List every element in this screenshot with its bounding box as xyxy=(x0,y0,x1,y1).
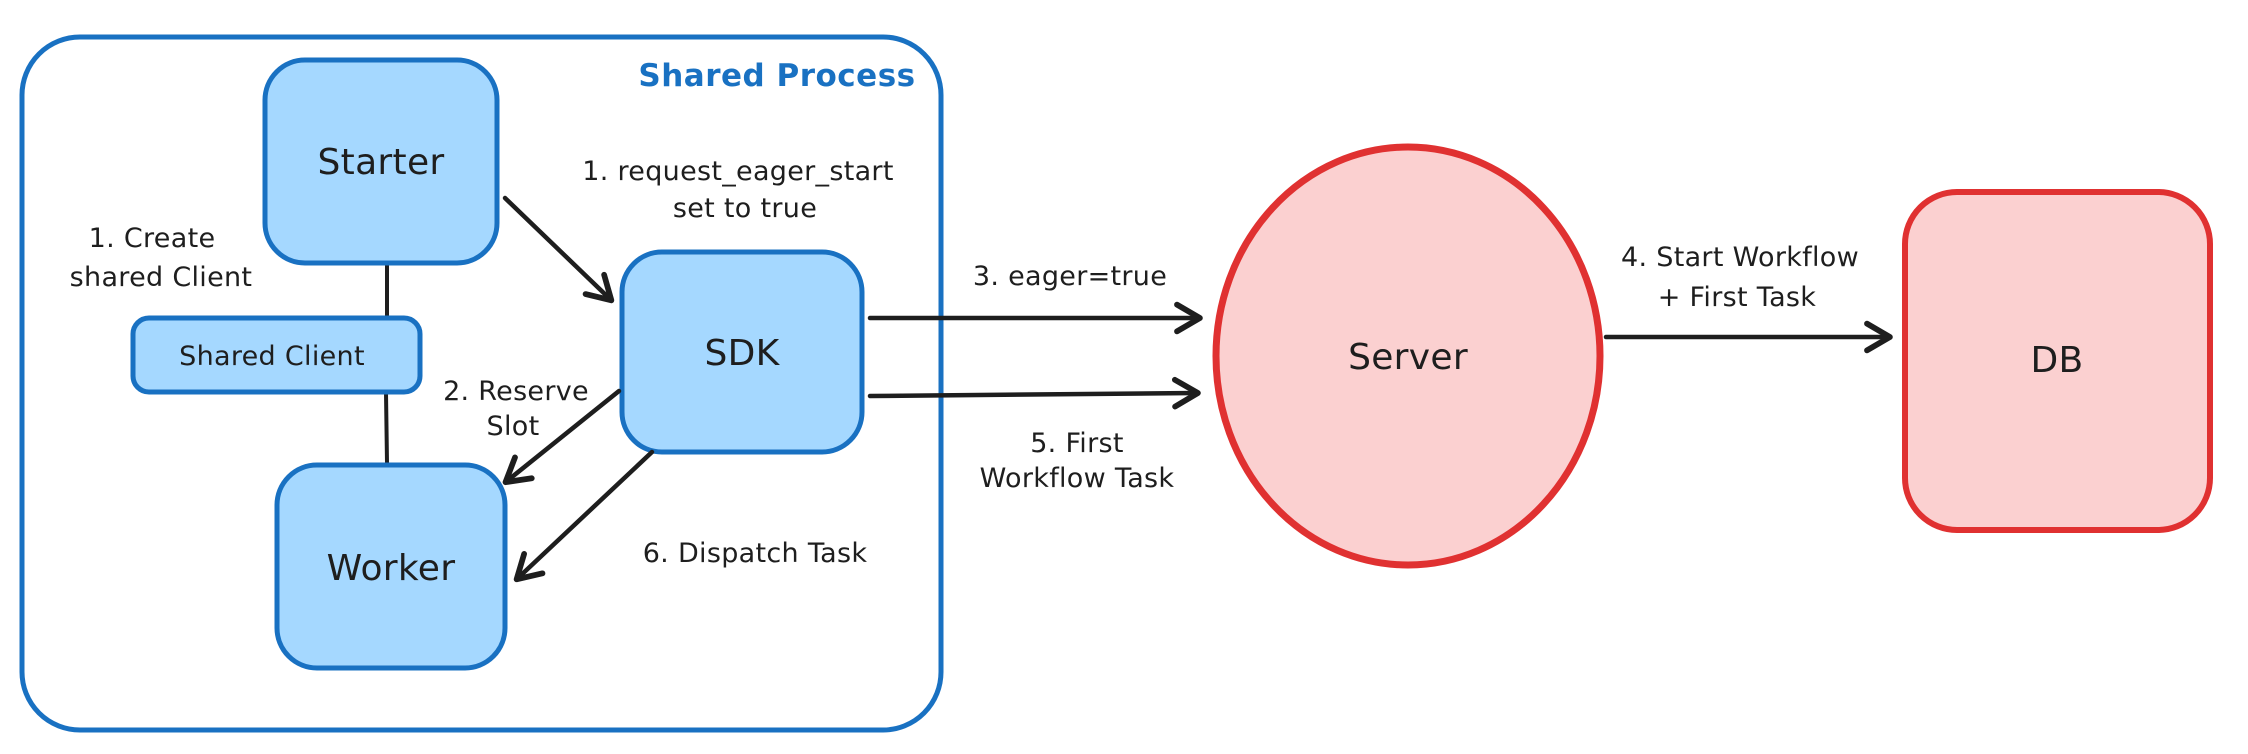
arrow-first-workflow-task xyxy=(867,376,1201,410)
annotation-create-shared-client-line2: shared Client xyxy=(70,262,253,293)
node-sdk xyxy=(619,249,865,455)
server-label: Server xyxy=(1348,337,1468,378)
annotation-start-workflow-line2: + First Task xyxy=(1658,282,1817,313)
arrow-reserve-slot xyxy=(502,388,622,486)
shared-process-container xyxy=(19,34,944,733)
node-starter xyxy=(262,57,500,266)
annotation-request-eager-start-line2: set to true xyxy=(673,193,817,224)
node-shared-client xyxy=(130,315,423,395)
node-worker xyxy=(274,462,508,671)
annotation-reserve-slot-line1: 2. Reserve xyxy=(443,376,589,407)
node-db xyxy=(1902,189,2213,533)
annotation-create-shared-client-line1: 1. Create xyxy=(89,223,216,254)
annotation-first-workflow-task-line2: Workflow Task xyxy=(980,463,1175,494)
annotation-eager-true: 3. eager=true xyxy=(973,261,1167,292)
node-server xyxy=(1212,143,1604,569)
edge-shared-client-worker xyxy=(384,391,389,465)
annotation-first-workflow-task-line1: 5. First xyxy=(1030,428,1124,459)
starter-label: Starter xyxy=(318,142,445,183)
annotation-request-eager-start-line1: 1. request_eager_start xyxy=(582,156,893,187)
annotation-dispatch-task: 6. Dispatch Task xyxy=(643,538,868,569)
shared-client-label: Shared Client xyxy=(179,341,365,372)
sdk-label: SDK xyxy=(704,333,780,374)
annotation-start-workflow-line1: 4. Start Workflow xyxy=(1621,242,1859,273)
worker-label: Worker xyxy=(327,548,456,589)
shared-process-label: Shared Process xyxy=(638,58,915,94)
arrow-dispatch-task xyxy=(513,449,655,583)
annotation-reserve-slot-line2: Slot xyxy=(487,411,540,442)
arrow-request-eager-start xyxy=(502,195,615,304)
db-label: DB xyxy=(2030,340,2083,381)
